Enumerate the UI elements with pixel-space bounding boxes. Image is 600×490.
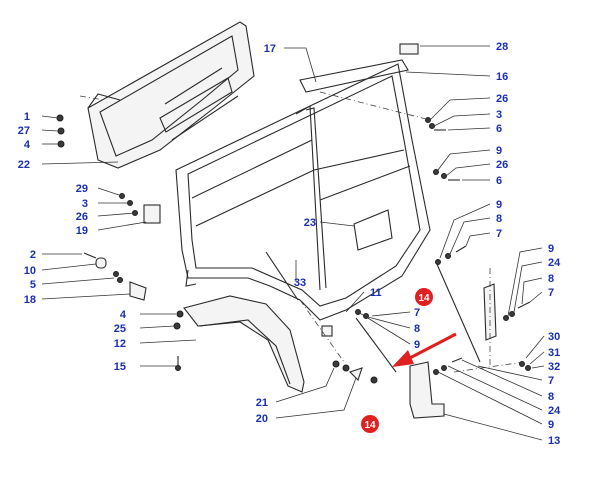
cab-frame bbox=[175, 59, 431, 321]
callout-3b: 3 bbox=[496, 109, 502, 121]
callout-8c: 8 bbox=[548, 273, 554, 285]
callout-22: 22 bbox=[18, 159, 30, 171]
callout-6b: 6 bbox=[496, 175, 502, 187]
callout-10: 10 bbox=[24, 265, 36, 277]
direction-arrow bbox=[392, 332, 457, 367]
callout-19: 19 bbox=[76, 225, 88, 237]
badge-14-upper: 14 bbox=[415, 288, 433, 306]
callout-28: 28 bbox=[496, 41, 508, 53]
callout-20: 20 bbox=[256, 413, 268, 425]
callout-13: 13 bbox=[548, 435, 560, 447]
callouts-right: 28 16 26 3 6 9 26 6 9 8 7 9 24 8 7 30 31… bbox=[496, 41, 561, 447]
callout-9c: 9 bbox=[496, 199, 502, 211]
callout-23: 23 bbox=[304, 217, 316, 229]
callouts-left: 1 27 4 22 29 3 26 19 2 10 5 18 4 25 12 1… bbox=[18, 111, 268, 425]
callout-17: 17 bbox=[264, 43, 276, 55]
callout-16: 16 bbox=[496, 71, 508, 83]
callout-11: 11 bbox=[370, 287, 382, 299]
callout-7c: 7 bbox=[548, 287, 554, 299]
strut-mount bbox=[453, 268, 525, 373]
hardware bbox=[56, 43, 531, 384]
hinge-bracket bbox=[409, 361, 445, 419]
callout-9e: 9 bbox=[548, 419, 554, 431]
callout-9d: 9 bbox=[548, 243, 554, 255]
callout-9b: 9 bbox=[496, 145, 502, 157]
callout-7d: 7 bbox=[548, 375, 554, 387]
callout-4: 4 bbox=[24, 139, 31, 151]
door-panel bbox=[87, 21, 255, 169]
callout-26b: 26 bbox=[496, 93, 508, 105]
callout-6a: 6 bbox=[496, 123, 502, 135]
callout-18: 18 bbox=[24, 294, 36, 306]
callout-4b: 4 bbox=[120, 309, 127, 321]
callout-27: 27 bbox=[18, 125, 30, 137]
side-window bbox=[353, 209, 393, 251]
callout-3: 3 bbox=[82, 198, 88, 210]
callout-7b: 7 bbox=[496, 228, 502, 240]
callout-32: 32 bbox=[548, 361, 560, 373]
callout-21: 21 bbox=[256, 397, 268, 409]
callout-8a: 8 bbox=[414, 323, 420, 335]
callout-8d: 8 bbox=[548, 391, 554, 403]
callout-30: 30 bbox=[548, 331, 560, 343]
callout-33: 33 bbox=[294, 277, 306, 289]
callout-24b: 24 bbox=[548, 405, 561, 417]
callout-5: 5 bbox=[30, 279, 36, 291]
callout-25: 25 bbox=[114, 323, 126, 335]
gas-strut bbox=[355, 261, 481, 373]
callout-12: 12 bbox=[114, 338, 126, 350]
callout-26c: 26 bbox=[496, 159, 508, 171]
callout-26: 26 bbox=[76, 211, 88, 223]
callouts-middle: 17 23 33 11 7 8 9 bbox=[264, 43, 420, 351]
fender bbox=[183, 295, 305, 393]
callout-15: 15 bbox=[114, 361, 126, 373]
badge-14-lower: 14 bbox=[361, 415, 379, 433]
callout-7a: 7 bbox=[414, 307, 420, 319]
assembly-lines bbox=[79, 91, 431, 363]
callout-24a: 24 bbox=[548, 257, 561, 269]
svg-text:14: 14 bbox=[364, 420, 376, 431]
callout-1: 1 bbox=[24, 111, 30, 123]
callout-31: 31 bbox=[548, 347, 560, 359]
callout-8b: 8 bbox=[496, 213, 502, 225]
svg-text:14: 14 bbox=[418, 293, 430, 304]
callout-9a: 9 bbox=[414, 339, 420, 351]
callout-2: 2 bbox=[30, 249, 36, 261]
leader-lines bbox=[41, 45, 545, 441]
callout-29: 29 bbox=[76, 183, 88, 195]
